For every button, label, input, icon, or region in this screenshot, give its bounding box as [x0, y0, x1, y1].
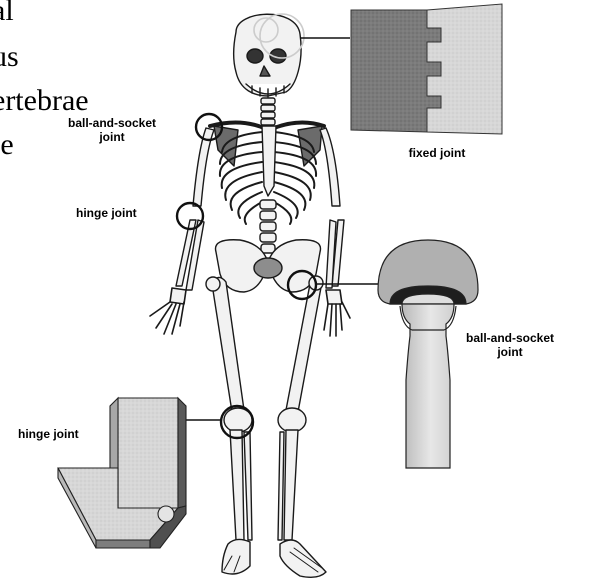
fixed-joint-illustration — [351, 4, 502, 134]
label-fixed-joint: fixed joint — [393, 146, 481, 160]
label-hinge-joint-knee: hinge joint — [18, 427, 79, 441]
leader-lines — [178, 38, 378, 420]
right-hand — [324, 290, 350, 336]
label-ball-and-socket-hip-line2: joint — [456, 345, 564, 359]
label-ball-and-socket-hip: ball-and-socket joint — [456, 331, 564, 359]
neck-vertebrae — [261, 98, 275, 125]
lumbar-vertebrae — [260, 200, 276, 253]
label-hinge-joint-elbow: hinge joint — [76, 206, 137, 220]
label-ball-and-socket-hip-line1: ball-and-socket — [456, 331, 564, 345]
left-hand — [150, 288, 186, 334]
label-ball-and-socket-shoulder: ball-and-socket joint — [64, 116, 160, 144]
label-ball-and-socket-shoulder-line1: ball-and-socket — [64, 116, 160, 130]
label-ball-and-socket-shoulder-line2: joint — [64, 130, 160, 144]
hinge-joint-illustration — [58, 398, 186, 548]
